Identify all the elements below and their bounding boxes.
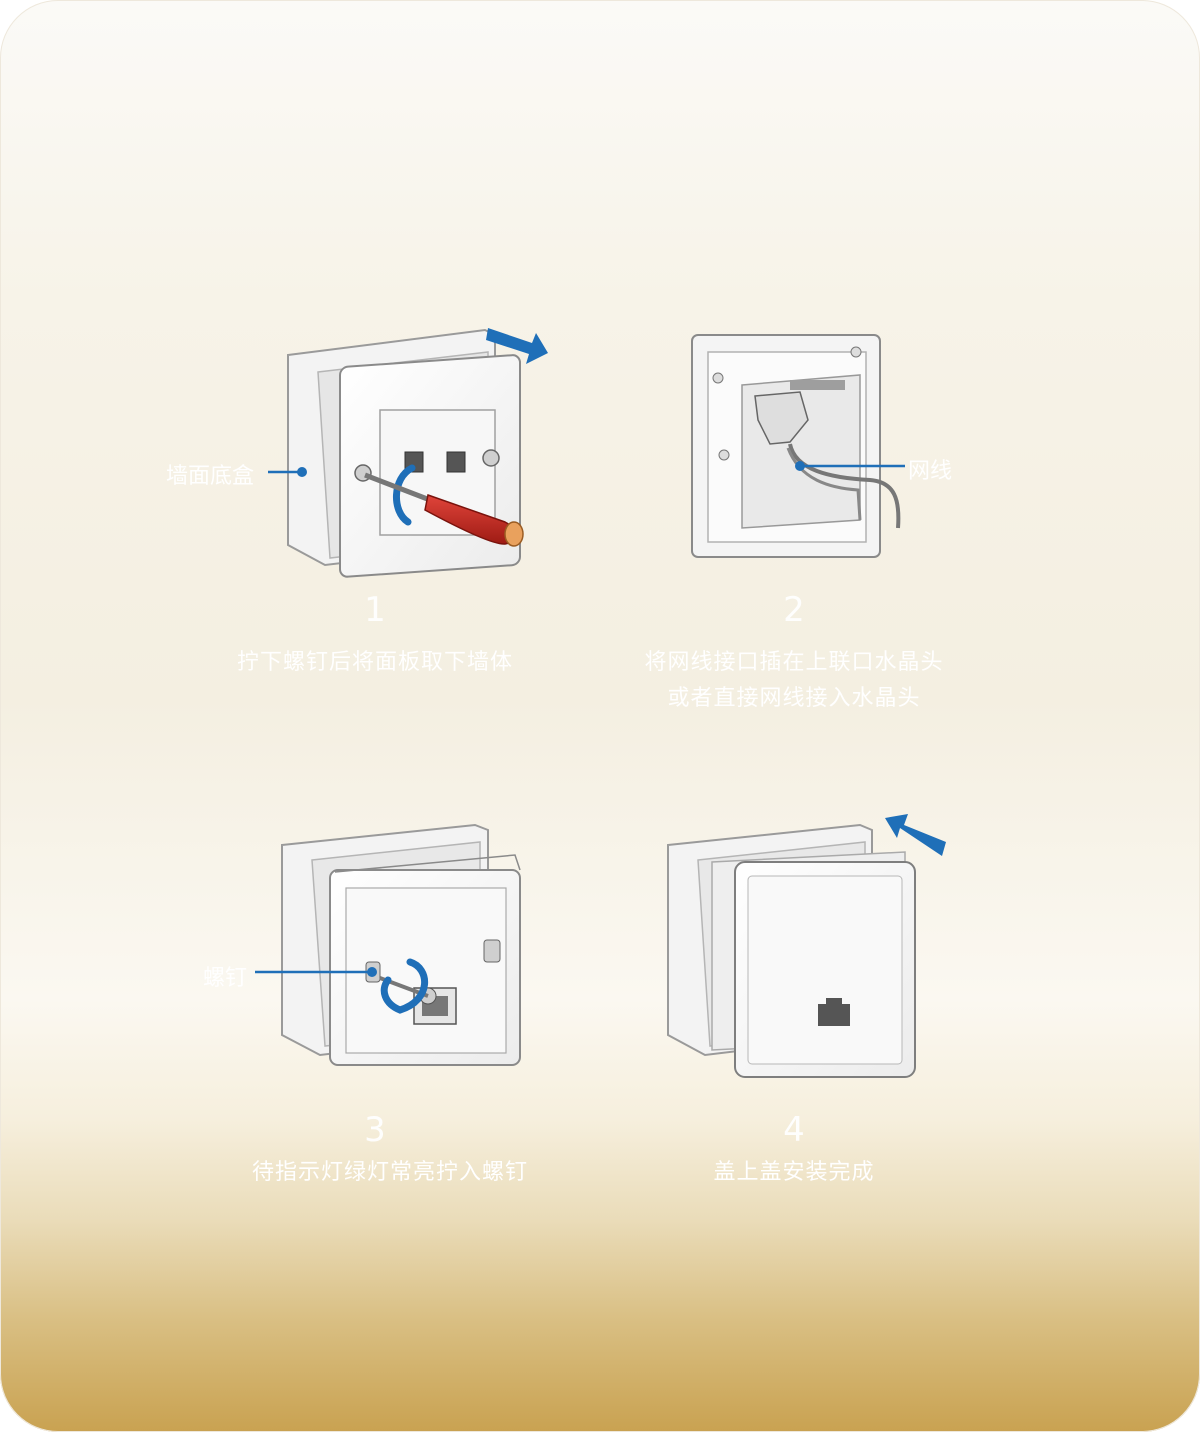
step-1-line-1: 拧下螺钉后将面板取下墙体 (236, 650, 513, 675)
step-2-line-1: 将网线接口插在上联口水晶头 (644, 650, 944, 675)
step-3-number: 3 (364, 1110, 386, 1150)
arrow-icon (885, 814, 946, 856)
callout-cable: 网线 (908, 459, 953, 484)
step-4-number: 4 (783, 1110, 805, 1150)
step-4-line-1: 盖上盖安装完成 (713, 1160, 875, 1185)
step-3-text: 待指示灯绿灯常亮拧入螺钉 (180, 1155, 600, 1191)
rotation-icon (393, 464, 416, 526)
step-2-line-2: 或者直接网线接入水晶头 (667, 686, 921, 711)
callout-wall-box: 墙面底盒 (166, 464, 255, 489)
step-4-illustration (667, 814, 946, 1078)
step-3-illustration (255, 823, 521, 1066)
step-4-text: 盖上盖安装完成 (584, 1155, 1004, 1191)
step-1-text: 拧下螺钉后将面板取下墙体 (165, 645, 585, 681)
step-2-illustration (691, 334, 905, 558)
step-1-illustration (268, 328, 548, 578)
step-1-number: 1 (364, 590, 386, 630)
step-2-number: 2 (783, 590, 805, 630)
screwdriver-icon (364, 472, 524, 547)
rj45-port-icon (818, 998, 850, 1026)
step-3-line-1: 待指示灯绿灯常亮拧入螺钉 (251, 1160, 528, 1185)
step-2-text: 将网线接口插在上联口水晶头 或者直接网线接入水晶头 (584, 645, 1004, 717)
callout-screw: 螺钉 (203, 966, 248, 991)
arrow-icon (486, 328, 548, 364)
